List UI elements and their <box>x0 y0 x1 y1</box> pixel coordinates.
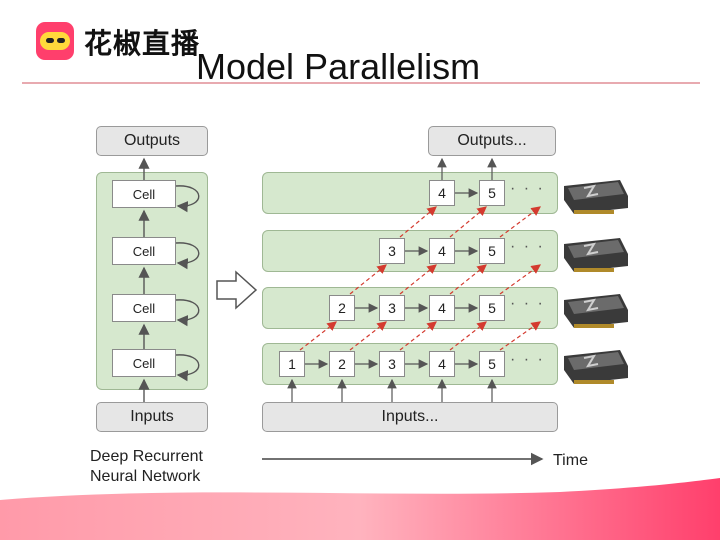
rnn-cell: Cell <box>112 349 176 377</box>
step-cell: 4 <box>429 295 455 321</box>
row-ellipsis: · · · <box>510 295 545 312</box>
gpu-card-icon <box>564 350 628 384</box>
step-cell: 4 <box>429 238 455 264</box>
unroll-arrow-icon <box>216 270 258 310</box>
rnn-cell: Cell <box>112 294 176 322</box>
step-cell: 5 <box>479 351 505 377</box>
step-cell: 3 <box>379 295 405 321</box>
step-cell: 1 <box>279 351 305 377</box>
gpu-card-icon <box>564 238 628 272</box>
left-inputs-box: Inputs <box>96 402 208 432</box>
time-label: Time <box>553 452 588 469</box>
logo-eye-right <box>57 38 65 43</box>
step-cell: 5 <box>479 295 505 321</box>
gpu-card-icon <box>564 180 628 214</box>
unrolled-vertical-arrows <box>287 157 497 402</box>
right-inputs-box: Inputs... <box>262 402 558 432</box>
logo-eye-left <box>46 38 54 43</box>
title-divider <box>22 82 700 84</box>
rnn-recurrent-loops <box>175 185 200 382</box>
step-cell: 3 <box>379 351 405 377</box>
left-outputs-box: Outputs <box>96 126 208 156</box>
network-label-line1: Deep Recurrent <box>90 448 203 465</box>
network-label-line2: Neural Network <box>90 468 201 485</box>
step-cell: 5 <box>479 180 505 206</box>
rnn-cell: Cell <box>112 180 176 208</box>
bottom-band <box>0 478 720 540</box>
logo-face <box>40 32 70 50</box>
right-outputs-box: Outputs... <box>428 126 556 156</box>
step-cell: 2 <box>329 351 355 377</box>
rnn-cell: Cell <box>112 237 176 265</box>
row-ellipsis: · · · <box>510 180 545 197</box>
step-cell: 2 <box>329 295 355 321</box>
brand-logo-icon <box>36 22 74 60</box>
step-cell: 3 <box>379 238 405 264</box>
step-cell: 4 <box>429 351 455 377</box>
step-cell: 4 <box>429 180 455 206</box>
brand-name: 花椒直播 <box>84 27 201 60</box>
gpu-row-1 <box>262 172 558 214</box>
slide-title: Model Parallelism <box>196 46 481 87</box>
row-ellipsis: · · · <box>510 351 545 368</box>
step-cell: 5 <box>479 238 505 264</box>
row-ellipsis: · · · <box>510 238 545 255</box>
cross-gpu-arrows <box>299 206 541 351</box>
gpu-card-icon <box>564 294 628 328</box>
